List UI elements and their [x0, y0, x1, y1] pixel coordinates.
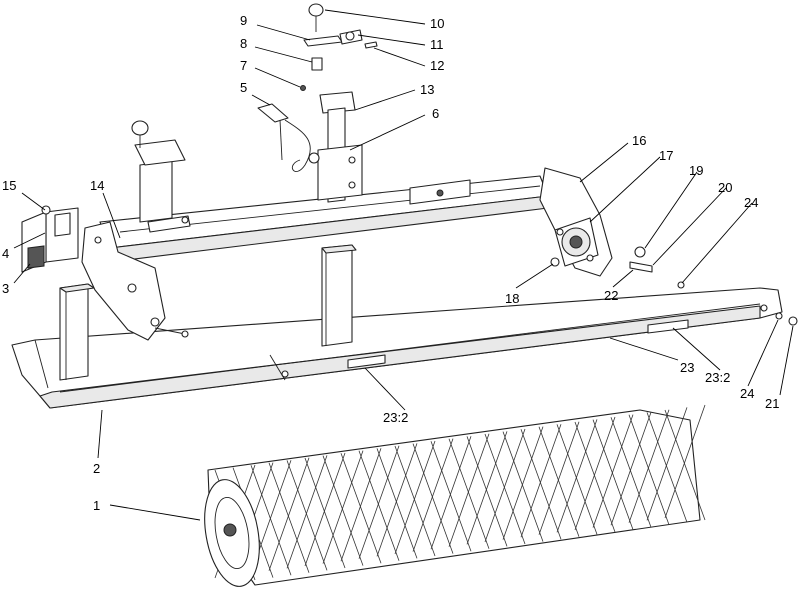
right-jack-assembly: [300, 85, 363, 203]
callout-23-2-right: 23:2: [705, 370, 730, 385]
callout-14: 14: [90, 178, 104, 193]
callout-10: 10: [430, 16, 444, 31]
mesh-wire: [376, 443, 418, 557]
callout-4: 4: [2, 246, 9, 261]
jack-stand: [131, 120, 191, 233]
mesh-wire: [340, 453, 382, 564]
callout-2: 2: [93, 461, 100, 476]
left-post: [59, 283, 95, 381]
mesh-wire: [520, 424, 562, 538]
mesh-wire: [394, 440, 436, 555]
mesh-wire: [340, 448, 382, 562]
mesh-wire: [358, 450, 400, 561]
left-side-plate: [81, 221, 189, 341]
mesh-wire: [304, 452, 346, 567]
callout-23: 23: [680, 360, 694, 375]
mesh-wire: [664, 409, 706, 521]
callout-15: 15: [2, 178, 16, 193]
mesh-wire: [268, 462, 310, 573]
mesh-wire: [412, 443, 454, 554]
callout-8: 8: [240, 36, 247, 51]
mesh-wire: [412, 438, 454, 552]
mesh-wire: [484, 428, 526, 543]
mesh-wire: [502, 431, 544, 542]
frame-beam: [99, 175, 549, 263]
mesh-wire: [286, 455, 328, 569]
mesh-wire: [538, 426, 580, 537]
callout-16: 16: [632, 133, 646, 148]
callout-labels: 1 2 3 4 5 6 7 8 9 10 11 12 13 14 15 16 1…: [2, 13, 779, 513]
mesh-wire: [520, 429, 562, 540]
mesh-wire: [286, 460, 328, 571]
callout-12: 12: [430, 58, 444, 73]
mesh-wire: [394, 445, 436, 557]
mesh-wire: [646, 407, 688, 521]
mesh-wire: [448, 433, 490, 547]
callout-20: 20: [718, 180, 732, 195]
mesh-wire: [664, 404, 706, 519]
mesh-wire: [574, 416, 616, 531]
mesh-wire: [448, 438, 490, 549]
mesh-wire: [592, 414, 634, 528]
mesh-wire: [466, 436, 508, 547]
callout-24-upper: 24: [744, 195, 758, 210]
mesh-wire: [376, 448, 418, 559]
mesh-wire: [538, 421, 580, 535]
mesh-wire: [268, 457, 310, 571]
left-bracket: [21, 205, 79, 273]
mesh-wire: [610, 412, 652, 526]
callout-24-lower: 24: [740, 386, 754, 401]
callout-17: 17: [659, 148, 673, 163]
mesh-wire: [556, 419, 598, 533]
callout-6: 6: [432, 106, 439, 121]
callout-5: 5: [240, 80, 247, 95]
mesh-wire: [304, 457, 346, 569]
mesh-wire: [322, 450, 364, 564]
right-hardware: [629, 246, 798, 326]
mesh-wire: [484, 433, 526, 545]
callout-22: 22: [604, 288, 618, 303]
leader-lines: [13, 9, 794, 521]
mesh-wire: [556, 424, 598, 535]
trough-bar: [11, 287, 783, 409]
mesh-wire: [466, 431, 508, 545]
mesh-wire: [430, 441, 472, 552]
callout-13: 13: [420, 82, 434, 97]
callout-1: 1: [93, 498, 100, 513]
callout-9: 9: [240, 13, 247, 28]
mesh-wire: [322, 455, 364, 566]
mesh-wire: [502, 426, 544, 540]
mesh-wire: [250, 465, 292, 576]
callout-19: 19: [689, 163, 703, 178]
mesh-wire: [592, 419, 634, 530]
mesh-wire: [628, 414, 670, 525]
callout-11: 11: [430, 37, 444, 52]
callout-23-2-center: 23:2: [383, 410, 408, 425]
callout-21: 21: [765, 396, 779, 411]
center-post: [321, 244, 357, 347]
mesh-wire: [628, 409, 670, 523]
mesh-wire: [358, 445, 400, 559]
handle-parts: [303, 3, 378, 71]
mesh-roller: [204, 404, 706, 587]
mesh-wire: [646, 412, 688, 523]
callout-18: 18: [505, 291, 519, 306]
lock-pin: [257, 103, 320, 172]
mesh-wire: [574, 421, 616, 533]
right-side-plate: [539, 167, 613, 277]
callout-3: 3: [2, 281, 9, 296]
mesh-wire: [430, 436, 472, 550]
mesh-wire: [610, 417, 652, 528]
callout-7: 7: [240, 58, 247, 73]
